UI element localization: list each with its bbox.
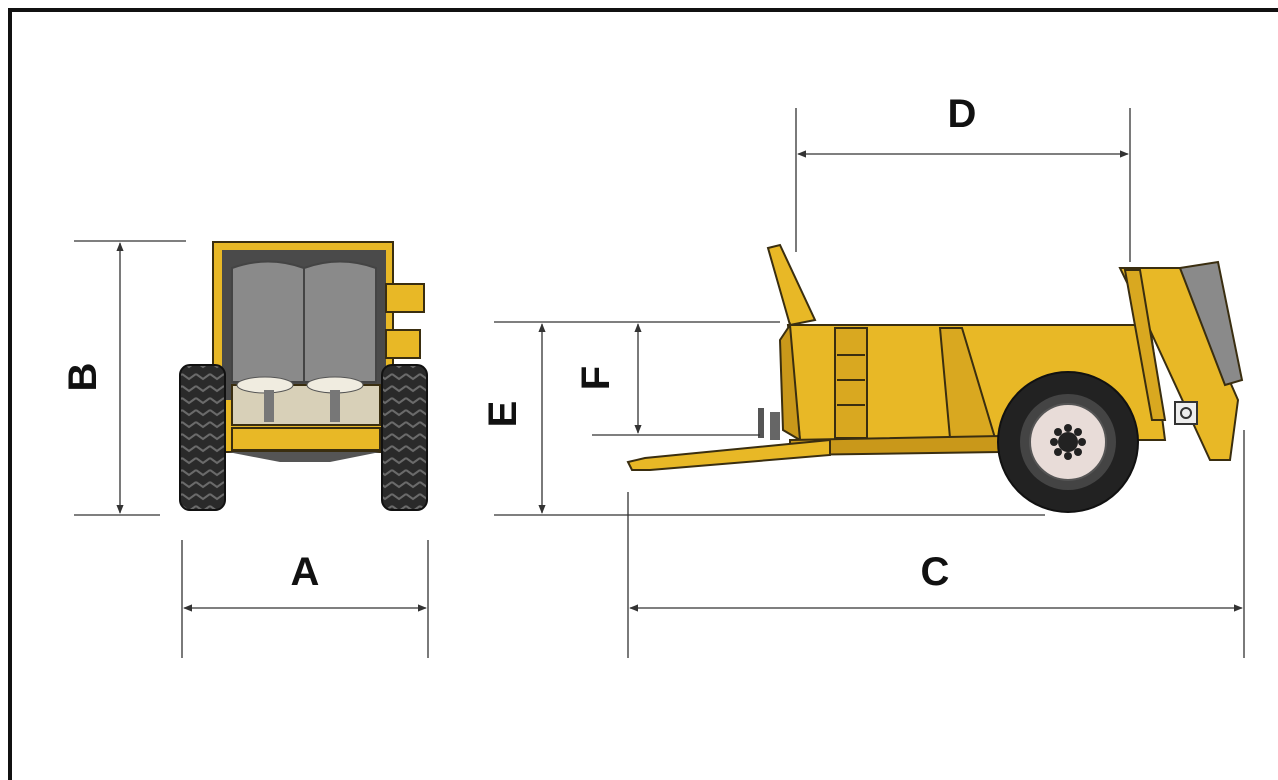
dimension-lines <box>74 108 1245 658</box>
label-d: D <box>948 92 977 136</box>
drawbar <box>626 438 831 471</box>
front-left-tire <box>179 364 226 511</box>
label-c: C <box>921 550 950 594</box>
side-view <box>626 243 1244 513</box>
label-e: E <box>481 401 525 428</box>
label-b: B <box>61 363 105 392</box>
border <box>8 8 1278 780</box>
front-view <box>179 241 428 511</box>
label-f: F <box>574 366 618 390</box>
label-a: A <box>291 550 320 594</box>
front-right-tire <box>381 364 428 511</box>
